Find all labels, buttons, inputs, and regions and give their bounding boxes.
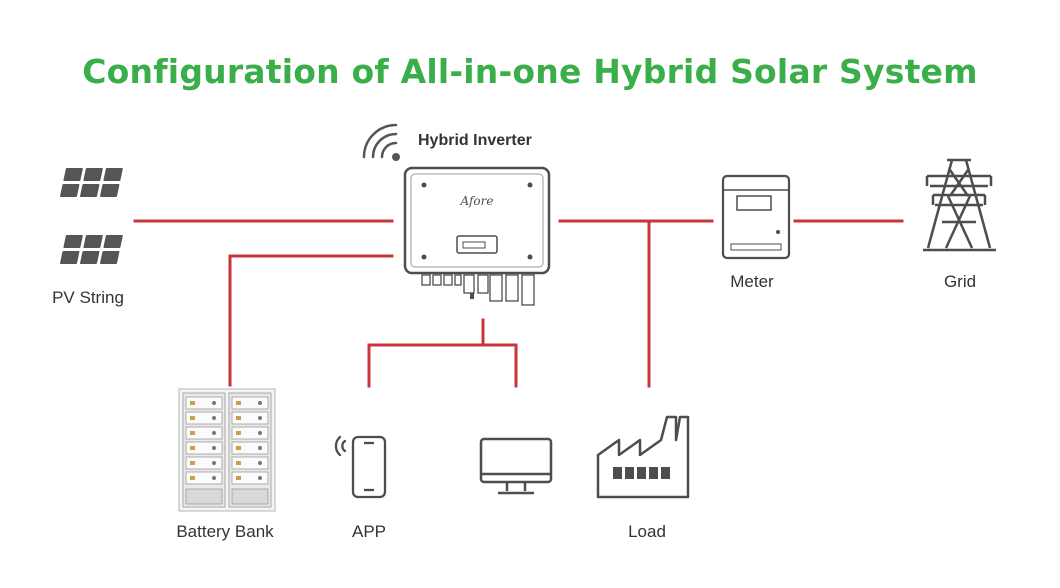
label-meter: Meter <box>730 272 774 291</box>
factory-icon <box>596 415 690 499</box>
solar-panel-icon <box>60 168 123 264</box>
label-pv-string: PV String <box>52 288 124 307</box>
monitor-icon <box>479 437 553 495</box>
diagram-title: Configuration of All-in-one Hybrid Solar… <box>82 52 978 91</box>
connection-lines <box>133 219 904 388</box>
inverter-icon: Afore <box>403 166 551 306</box>
battery-modules <box>185 396 269 505</box>
label-battery-bank: Battery Bank <box>176 522 274 541</box>
wifi-icon <box>362 123 400 161</box>
smartphone-icon <box>334 435 387 499</box>
label-grid: Grid <box>943 272 977 291</box>
line-battery-inverter <box>228 254 394 387</box>
meter-icon <box>721 174 791 260</box>
label-hybrid-inverter: Hybrid Inverter <box>418 132 532 149</box>
line-comm-branch <box>367 343 518 388</box>
label-load: Load <box>628 522 666 541</box>
label-app: APP <box>351 522 387 541</box>
transmission-tower-icon <box>923 158 996 252</box>
battery-rack-icon <box>178 388 276 512</box>
inverter-brand: Afore <box>460 194 494 208</box>
